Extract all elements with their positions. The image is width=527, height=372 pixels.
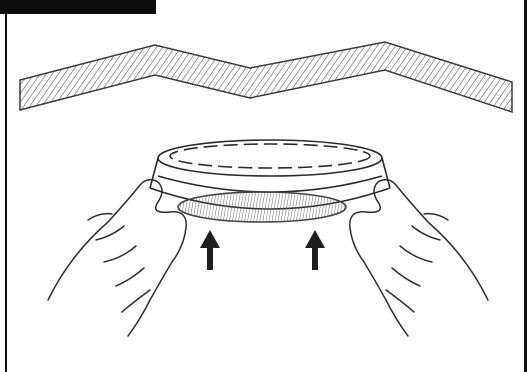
up-arrow-icon bbox=[200, 230, 325, 270]
zigzag-band-icon bbox=[20, 42, 512, 112]
round-device-icon bbox=[150, 140, 390, 222]
